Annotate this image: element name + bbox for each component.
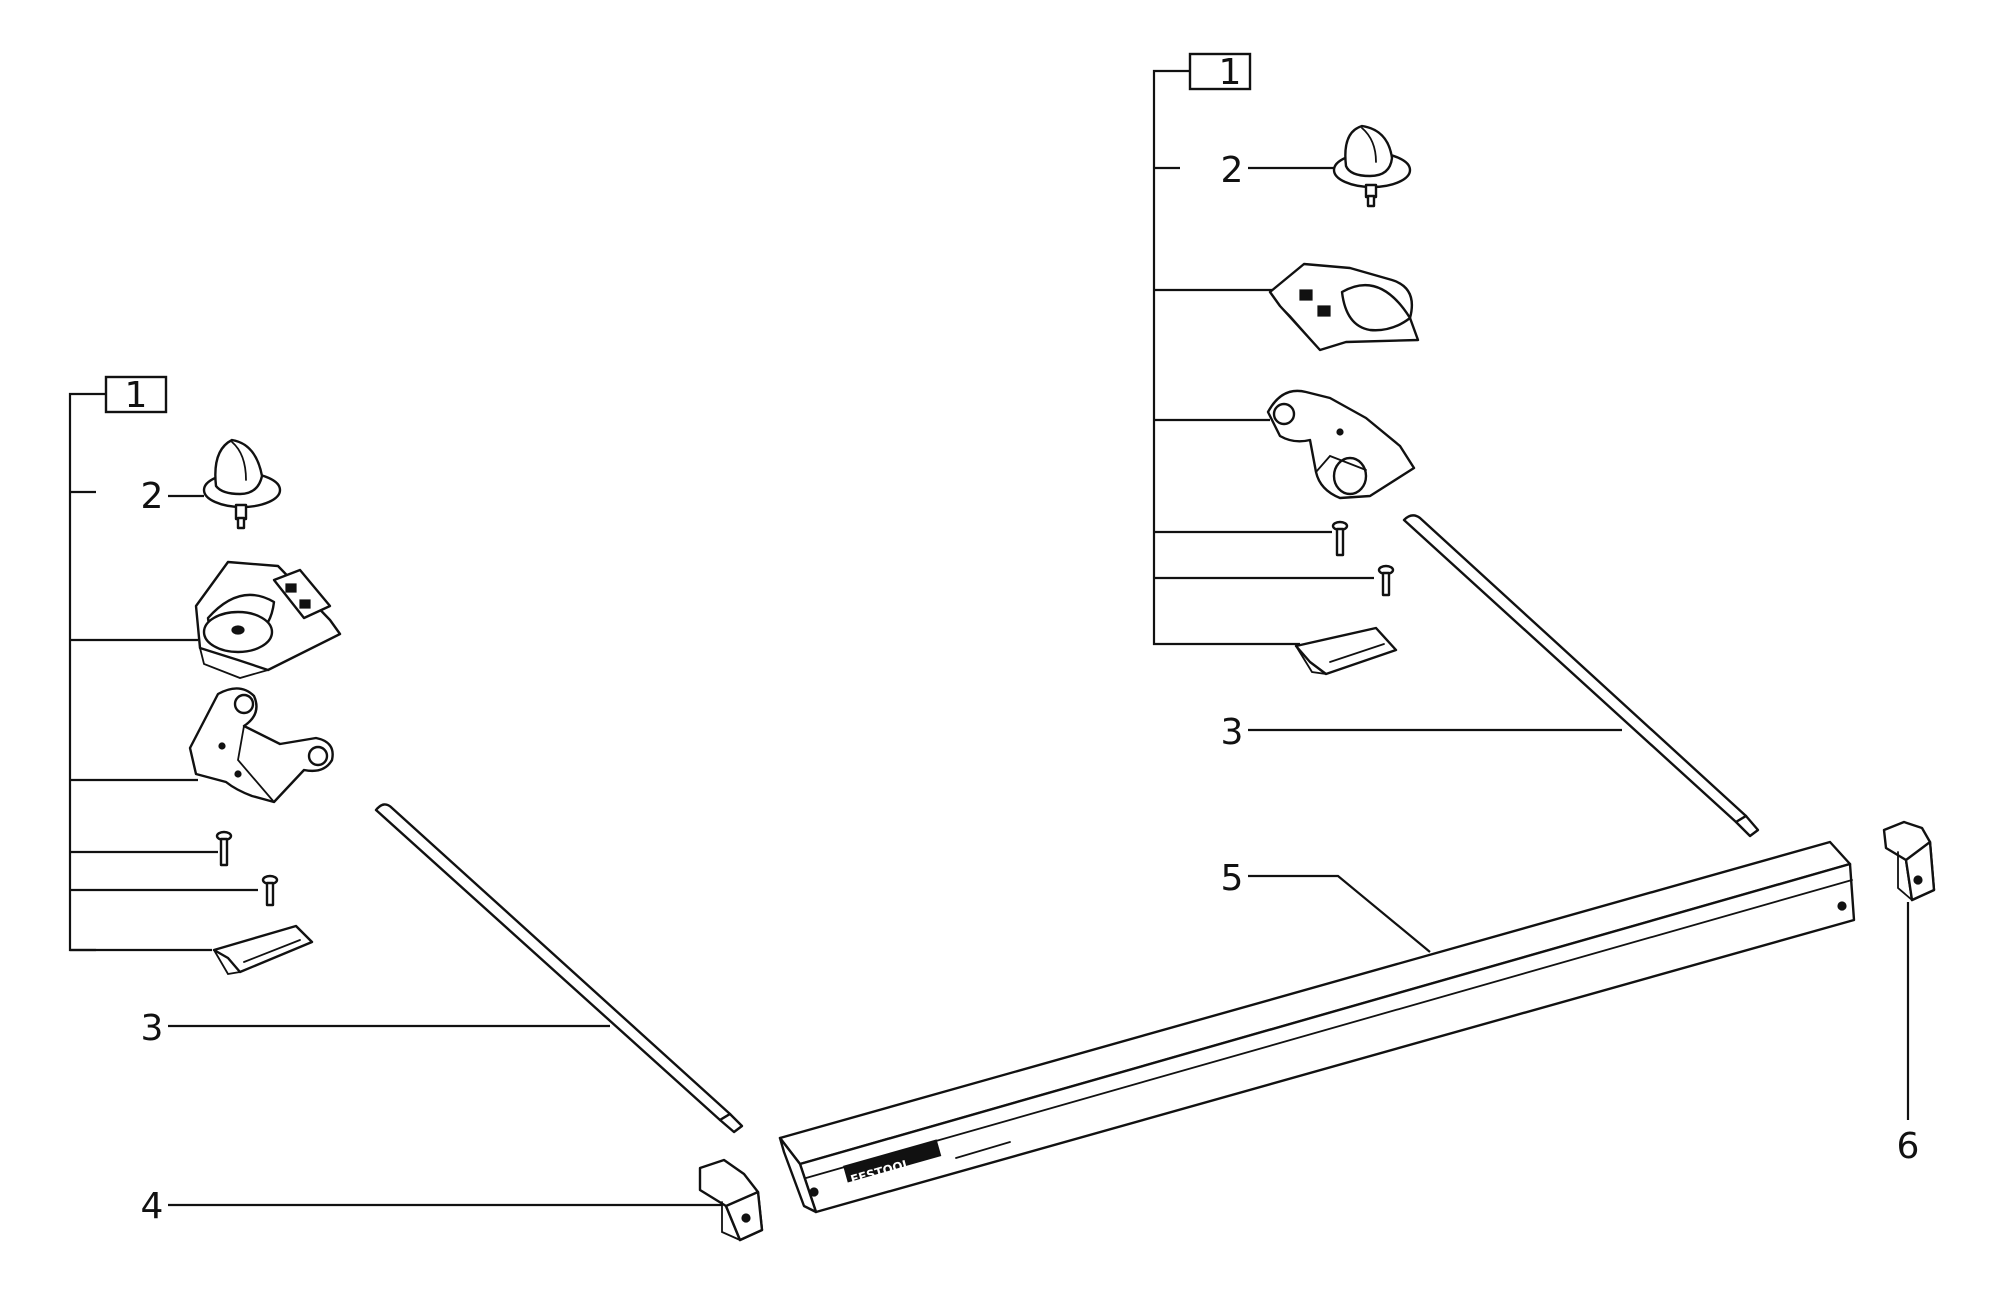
left-end-cap-label: 4: [141, 1186, 164, 1227]
left-bracket-icon: [188, 687, 334, 804]
fence-assembly: 5 FESTOOL: [778, 840, 1856, 1214]
right-end-cap-icon: [1882, 820, 1936, 902]
left-screw-2-icon: [261, 874, 279, 907]
right-assembly: 1 2: [1152, 52, 1936, 1167]
right-housing-icon: [1268, 262, 1420, 352]
fence-label: 5: [1221, 858, 1244, 899]
right-knob-label: 2: [1221, 150, 1244, 191]
right-rod-label: 3: [1221, 712, 1244, 753]
right-kit-bracket: 1: [1152, 52, 1374, 646]
fence-profile-icon: FESTOOL: [778, 840, 1856, 1214]
right-kit-leader: [1152, 69, 1300, 646]
right-knob-icon: [1332, 124, 1412, 208]
right-bracket-icon: [1266, 389, 1416, 500]
left-assembly: 1 2: [68, 375, 764, 1242]
left-end-cap-icon: [698, 1158, 764, 1242]
left-rod-label: 3: [141, 1008, 164, 1049]
left-screw-1-icon: [215, 830, 233, 867]
left-rod-icon: [374, 803, 744, 1134]
right-kit-box: [1188, 52, 1252, 91]
left-pad-icon: [212, 924, 314, 975]
right-pad-icon: [1294, 626, 1398, 676]
fence-leader: [1248, 874, 1431, 953]
right-end-cap-label: 6: [1897, 1126, 1920, 1167]
left-housing-icon: [194, 560, 342, 679]
left-knob-icon: [202, 438, 282, 530]
left-kit-label: 1: [125, 375, 148, 416]
right-rod-icon: [1402, 514, 1760, 838]
left-kit-leader: [68, 392, 106, 952]
left-knob-label: 2: [141, 476, 164, 517]
right-screw-1-icon: [1331, 520, 1349, 557]
left-kit-bracket: 1: [68, 375, 258, 952]
right-screw-2-icon: [1377, 564, 1395, 597]
right-kit-label: 1: [1219, 52, 1242, 93]
